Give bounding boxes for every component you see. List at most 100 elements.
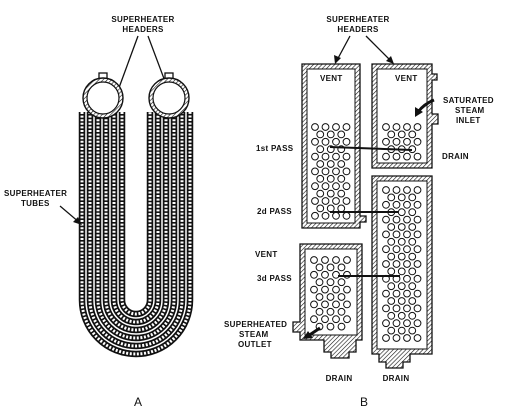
panel-a-tubes-label-line2: TUBES (21, 199, 50, 208)
tube-hole-lower-left (321, 300, 329, 309)
tube-hole-lower-right (408, 223, 417, 231)
tube-hole-lower-right (387, 223, 396, 231)
tube-hole-upper-left (326, 174, 335, 183)
tube-hole-lower-right (382, 304, 390, 313)
tube-hole-upper-left (321, 211, 330, 220)
tube-hole-lower-left (337, 322, 346, 331)
tube-hole-upper-left (321, 137, 330, 146)
tube-hole-upper-left (321, 197, 330, 205)
outlet-flow-arrowhead (303, 331, 313, 339)
tube-hole-upper-left (342, 123, 351, 131)
tube-hole-lower-right (392, 245, 401, 254)
tube-hole-lower-right (413, 245, 422, 254)
tube-hole-lower-left (332, 315, 340, 324)
tube-hole-lower-right (392, 200, 401, 209)
tube-hole-lower-left (332, 256, 340, 264)
tube-hole-lower-right (408, 193, 417, 202)
tube-hole-upper-right (403, 137, 411, 146)
tube-hole-lower-right (382, 230, 390, 239)
tube-hole-lower-left (326, 322, 335, 331)
tube-hole-lower-right (413, 215, 422, 224)
vent-label-upper-left: VENT (320, 74, 343, 83)
tube-hole-upper-left (342, 182, 351, 191)
tube-hole-upper-left (332, 182, 340, 191)
outlet-label-line3: OUTLET (238, 340, 272, 349)
panel-a: SUPERHEATER HEADERS SUPERHEATER TUBES A (4, 15, 194, 409)
tube-hole-lower-right (392, 289, 401, 298)
tube-hole-lower-right (387, 297, 396, 305)
tube-hole-lower-right (413, 186, 422, 194)
tube-hole-lower-left (315, 293, 324, 301)
tube-hole-lower-right (382, 319, 390, 328)
pass-1-label: 1st PASS (256, 144, 294, 153)
tube-hole-upper-left (311, 152, 319, 161)
tube-hole-lower-left (326, 293, 335, 301)
panel-b-header-label-line2: HEADERS (337, 25, 379, 34)
tube-hole-lower-right (392, 215, 401, 224)
superheater-tube (118, 112, 154, 318)
panel-b-caption: B (360, 395, 368, 409)
tube-hole-upper-right (413, 137, 422, 146)
tube-hole-upper-right (392, 137, 401, 146)
tube-hole-lower-right (403, 186, 411, 194)
tube-hole-lower-right (413, 334, 422, 342)
tube-hole-lower-right (403, 304, 411, 313)
outlet-label-line1: SUPERHEATED (224, 320, 287, 329)
superheater-tube (78, 112, 194, 358)
tube-hole-upper-left (326, 160, 335, 168)
tube-hole-lower-right (387, 282, 396, 291)
superheater-tube-wall-hatch (120, 112, 152, 316)
outlet-label-line2: STEAM (239, 330, 269, 339)
tube-hole-lower-right (387, 311, 396, 320)
panel-a-header-label-line2: HEADERS (122, 25, 164, 34)
tube-hole-lower-right (397, 223, 406, 231)
tube-hole-lower-right (397, 282, 406, 291)
tube-hole-lower-right (382, 186, 390, 194)
panel-b-header-label-line1: SUPERHEATER (326, 15, 389, 24)
tube-hole-lower-right (397, 311, 406, 320)
tube-hole-lower-right (397, 193, 406, 202)
tube-hole-lower-right (403, 215, 411, 224)
tube-hole-upper-left (316, 145, 325, 154)
tube-hole-lower-left (321, 256, 329, 264)
panel-a-caption: A (134, 395, 142, 409)
tube-end-holes (310, 123, 422, 342)
panel-b-header-arrowhead-right (386, 56, 394, 64)
tube-hole-lower-left (310, 300, 318, 309)
tube-hole-upper-right (382, 123, 390, 131)
tube-hole-upper-right (403, 152, 411, 161)
tube-hole-upper-left (311, 182, 319, 191)
tube-hole-lower-left (332, 285, 340, 294)
drain-label-right: DRAIN (442, 152, 469, 161)
tube-hole-lower-right (403, 200, 411, 209)
panel-a-tubes-arrowhead (73, 217, 82, 225)
tube-hole-upper-left (337, 174, 346, 183)
tube-hole-upper-left (311, 137, 319, 146)
tube-hole-upper-left (332, 211, 340, 220)
tube-hole-lower-left (310, 285, 318, 294)
tube-hole-lower-left (326, 278, 335, 287)
superheater-tube-wall-hatch (112, 112, 160, 324)
tube-hole-lower-right (413, 304, 422, 313)
tube-hole-lower-right (387, 237, 396, 246)
tube-hole-lower-right (403, 334, 411, 342)
tube-hole-upper-left (316, 204, 325, 213)
tube-hole-lower-left (343, 270, 351, 279)
pass-1-crossover-tube (329, 146, 413, 151)
tube-hole-upper-left (311, 197, 319, 205)
tube-hole-lower-right (397, 252, 406, 261)
tube-hole-lower-right (408, 252, 417, 261)
tube-hole-lower-right (413, 260, 422, 268)
tube-hole-lower-right (387, 252, 396, 261)
tube-hole-lower-right (392, 319, 401, 328)
tube-hole-lower-right (408, 237, 417, 246)
tube-hole-upper-left (326, 204, 335, 213)
tube-hole-upper-left (311, 167, 319, 176)
tube-hole-upper-right (403, 123, 411, 131)
tube-hole-lower-left (343, 315, 351, 324)
drain-label-bottom-left: DRAIN (326, 374, 353, 383)
tube-hole-upper-left (326, 130, 335, 139)
tube-hole-lower-right (408, 297, 417, 305)
tube-hole-lower-right (403, 319, 411, 328)
